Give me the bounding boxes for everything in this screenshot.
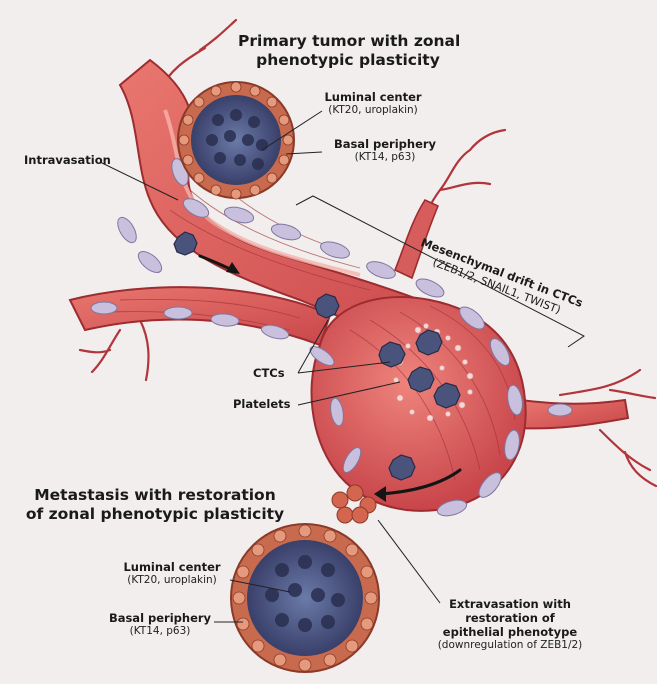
platelets-text: Platelets — [233, 397, 291, 411]
metastasis-title-line1: Metastasis with restoration — [25, 486, 285, 505]
extravasation-line1: Extravasation with — [425, 597, 595, 611]
primary-title-line1: Primary tumor with zonal — [238, 32, 458, 51]
extravasation-label: Extravasation with restoration of epithe… — [425, 597, 595, 652]
ctcs-label: CTCs — [253, 366, 285, 380]
basal-top-markers: (KT14, p63) — [330, 151, 440, 164]
intravasation-text: Intravasation — [24, 153, 111, 167]
metastasis-title: Metastasis with restoration of zonal phe… — [25, 486, 285, 525]
basal-bottom-title: Basal periphery — [100, 611, 220, 625]
primary-title-line2: phenotypic plasticity — [238, 51, 458, 70]
luminal-center-top-label: Luminal center (KT20, uroplakin) — [318, 90, 428, 117]
primary-tumor-title: Primary tumor with zonal phenotypic plas… — [238, 32, 458, 71]
extravasation-line2: restoration of — [425, 611, 595, 625]
luminal-center-bottom-label: Luminal center (KT20, uroplakin) — [112, 560, 232, 587]
ctcs-text: CTCs — [253, 366, 285, 380]
metastasis-title-line2: of zonal phenotypic plasticity — [25, 505, 285, 524]
basal-periphery-bottom-label: Basal periphery (KT14, p63) — [100, 611, 220, 638]
platelets-label: Platelets — [233, 397, 291, 411]
luminal-bottom-title: Luminal center — [112, 560, 232, 574]
luminal-bottom-markers: (KT20, uroplakin) — [112, 574, 232, 587]
extravasation-line4: (downregulation of ZEB1/2) — [425, 639, 595, 652]
basal-bottom-markers: (KT14, p63) — [100, 625, 220, 638]
extravasation-line3: epithelial phenotype — [425, 625, 595, 639]
basal-top-title: Basal periphery — [330, 137, 440, 151]
luminal-top-title: Luminal center — [318, 90, 428, 104]
basal-periphery-top-label: Basal periphery (KT14, p63) — [330, 137, 440, 164]
intravasation-label: Intravasation — [24, 153, 111, 167]
luminal-top-markers: (KT20, uroplakin) — [318, 104, 428, 117]
